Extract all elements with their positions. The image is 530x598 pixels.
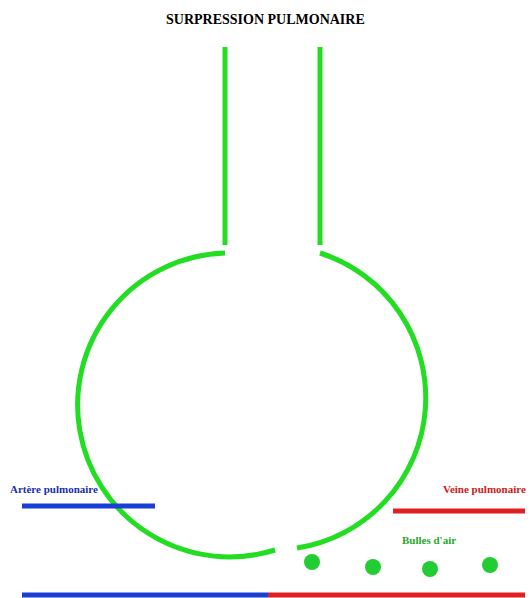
alveolus-wall [78,253,275,557]
airway-wall [318,47,323,245]
air-bubble [422,561,438,577]
vein-line [393,509,525,514]
capillary-arterial [22,593,268,598]
bubbles-label: Bulles d'air [402,534,456,546]
vein-label: Veine pulmonaire [443,483,526,495]
air-bubble [304,554,320,570]
airway-wall [223,47,228,245]
capillary-venous [268,593,525,598]
alveolus-wall [297,253,426,548]
air-bubble [482,557,498,573]
air-bubble [365,559,381,575]
artery-line [22,504,155,509]
diagram-title: SURPRESSION PULMONAIRE [166,12,365,28]
artery-label: Artère pulmonaire [10,483,98,495]
